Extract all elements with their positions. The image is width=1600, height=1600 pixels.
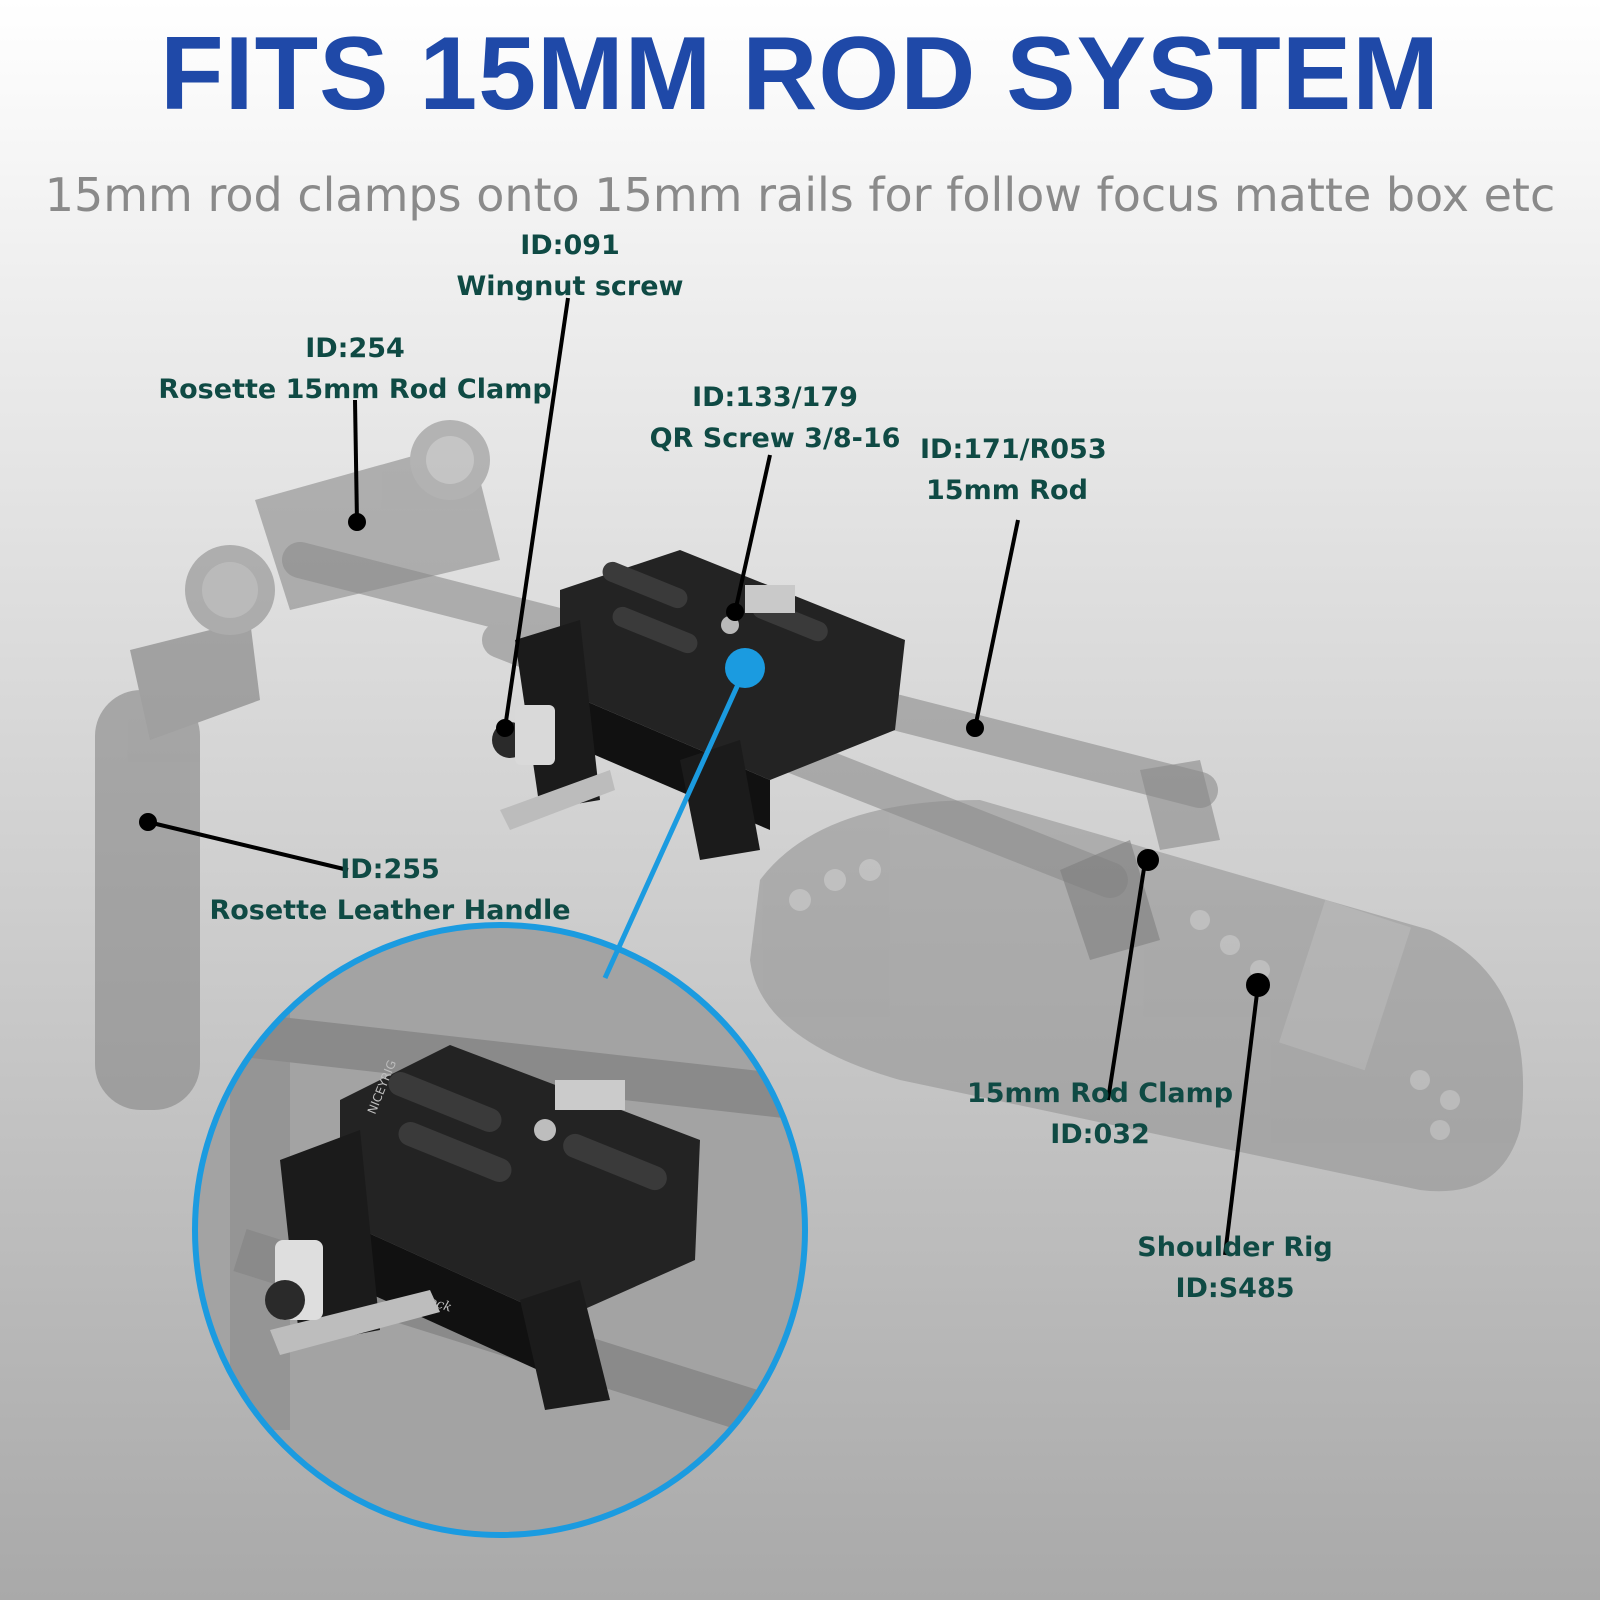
callout-id: ID:171/R053 xyxy=(920,434,1107,465)
callout-id: ID:S485 xyxy=(1175,1272,1295,1304)
rosette-handle xyxy=(95,545,275,1110)
callout-name: Shoulder Rig xyxy=(1137,1232,1333,1263)
callout-name: Rosette 15mm Rod Clamp xyxy=(158,373,552,405)
zoom-detail: NICEYRIG Lock xyxy=(195,925,805,1535)
callout-name: Wingnut screw xyxy=(456,270,684,302)
callout-name: 15mm Rod Clamp xyxy=(966,1078,1234,1109)
callout-rosette-rod-clamp: ID:254 Rosette 15mm Rod Clamp xyxy=(150,328,560,410)
zoom-circle-ring xyxy=(192,922,808,1538)
headline: FITS 15MM ROD SYSTEM xyxy=(160,16,1440,132)
callout-rosette-leather-handle: ID:255 Rosette Leather Handle xyxy=(200,850,580,931)
subheadline: 15mm rod clamps onto 15mm rails for foll… xyxy=(44,168,1556,222)
callout-name: QR Screw 3/8-16 xyxy=(649,422,901,454)
zoom-connector xyxy=(602,678,743,980)
callout-id: ID:254 xyxy=(305,333,405,364)
callout-id: ID:255 xyxy=(340,854,440,885)
callout-15mm-rod: ID:171/R053 15mm Rod xyxy=(920,430,1120,511)
zoom-anchor-dot xyxy=(725,648,765,688)
callout-id: ID:032 xyxy=(1050,1118,1150,1150)
callout-wingnut-screw: ID:091 Wingnut screw xyxy=(420,226,720,307)
callout-15mm-rod-clamp: 15mm Rod Clamp ID:032 xyxy=(940,1074,1260,1155)
leader-lines xyxy=(139,297,1270,1256)
rod-clamp-main xyxy=(492,550,905,860)
callout-id: ID:091 xyxy=(520,230,620,261)
shoulder-pad xyxy=(750,800,1524,1192)
callout-shoulder-rig: Shoulder Rig ID:S485 xyxy=(1120,1228,1350,1309)
callout-id: ID:133/179 xyxy=(692,382,858,413)
callout-name: 15mm Rod xyxy=(926,474,1088,506)
callout-name: Rosette Leather Handle xyxy=(209,894,571,926)
callout-qr-screw: ID:133/179 QR Screw 3/8-16 xyxy=(640,378,910,459)
